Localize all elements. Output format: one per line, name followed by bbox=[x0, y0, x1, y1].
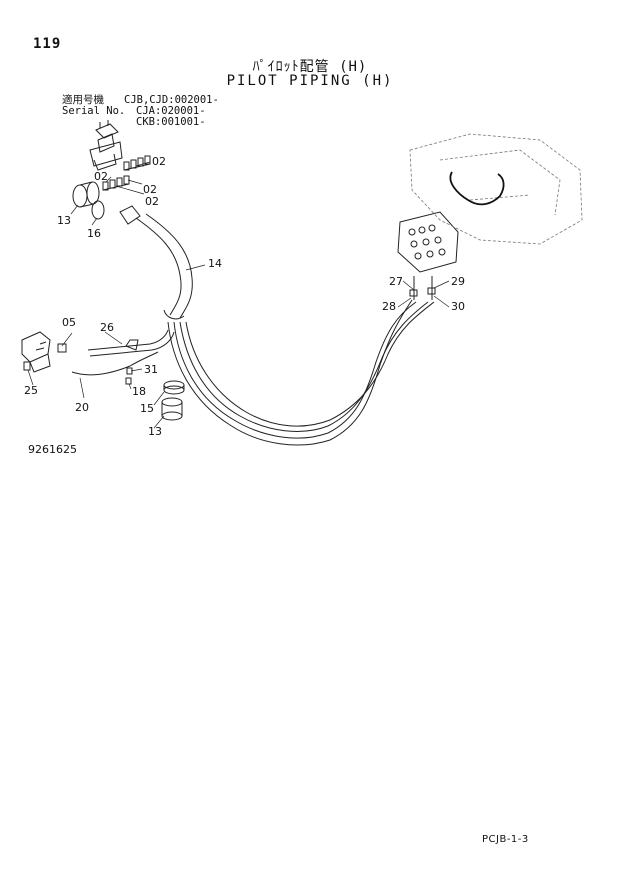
fitting-cluster-upper-icon bbox=[123, 155, 151, 171]
boot-13-icon bbox=[72, 181, 100, 208]
title-english: PILOT PIPING (H) bbox=[226, 73, 394, 89]
clamp-16-icon bbox=[91, 200, 105, 220]
callout-31: 31 bbox=[144, 363, 158, 376]
callout-05: 05 bbox=[62, 316, 76, 329]
callout-02: 02 bbox=[145, 195, 159, 208]
callout-29: 29 bbox=[451, 275, 465, 288]
callout-30: 30 bbox=[451, 300, 465, 313]
boot-15-icon bbox=[163, 380, 185, 395]
serial-line-1: CJB,CJD:002001- bbox=[124, 94, 219, 106]
control-valve-icon bbox=[397, 211, 459, 300]
callout-28: 28 bbox=[382, 300, 396, 313]
footer-code: PCJB-1-3 bbox=[482, 834, 529, 845]
callout-02: 02 bbox=[143, 183, 157, 196]
serial-label-en: Serial No. bbox=[62, 105, 126, 117]
callout-25: 25 bbox=[24, 384, 38, 397]
machine-outline bbox=[409, 133, 583, 245]
title-japanese: ﾊﾟｲﾛｯﾄ配管 (H) bbox=[252, 59, 368, 75]
callout-27: 27 bbox=[389, 275, 403, 288]
callout-26: 26 bbox=[100, 321, 114, 334]
hose-routing bbox=[167, 299, 435, 446]
callout-16: 16 bbox=[87, 227, 101, 240]
callout-13: 13 bbox=[57, 214, 71, 227]
pilot-valve-icon bbox=[89, 120, 123, 171]
callout-18: 18 bbox=[132, 385, 146, 398]
callout-02: 02 bbox=[94, 170, 108, 183]
figure-number: 9261625 bbox=[28, 443, 77, 456]
callout-20: 20 bbox=[75, 401, 89, 414]
page-number: 119 bbox=[33, 36, 62, 52]
callout-15: 15 bbox=[140, 402, 154, 415]
harness-icon bbox=[449, 171, 505, 206]
boot-13b-icon bbox=[161, 397, 183, 421]
travel-valve-icon bbox=[21, 329, 175, 385]
serial-label-jp: 適用号機 bbox=[62, 94, 104, 106]
hose-bundle-14 bbox=[119, 205, 193, 320]
callout-02: 02 bbox=[152, 155, 166, 168]
callout-13: 13 bbox=[148, 425, 162, 438]
serial-line-3: CKB:001001- bbox=[136, 116, 206, 128]
callout-14: 14 bbox=[208, 257, 222, 270]
serial-line-2: CJA:020001- bbox=[136, 105, 206, 117]
